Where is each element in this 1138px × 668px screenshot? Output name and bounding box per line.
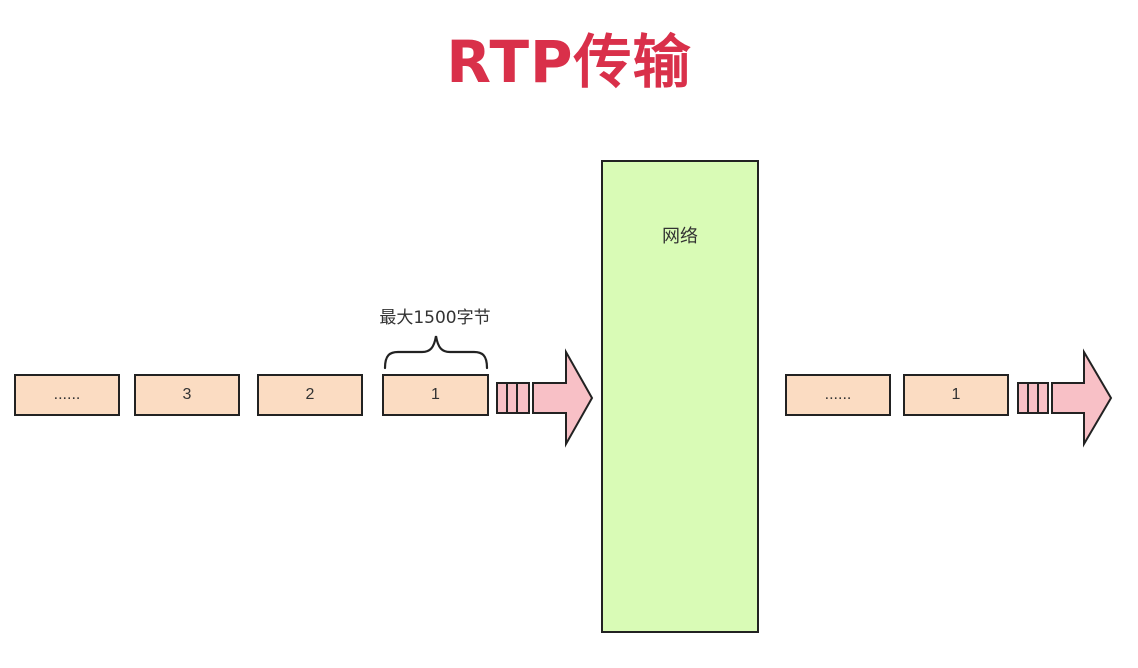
receiver-packet-ellipsis: ...... — [785, 374, 891, 416]
network-label: 网络 — [662, 225, 698, 247]
curly-brace-icon — [383, 335, 489, 370]
network-block: 网络 — [601, 160, 759, 633]
max-size-label: 最大1500字节 — [379, 308, 491, 328]
receiver-packet-1: 1 — [903, 374, 1009, 416]
sender-packet-1: 1 — [382, 374, 489, 416]
sender-packet-2: 2 — [257, 374, 363, 416]
sender-packet-3: 3 — [134, 374, 240, 416]
sender-arrow-icon — [496, 348, 594, 448]
diagram-title: RTP传输 — [446, 28, 692, 96]
sender-packet-ellipsis: ...... — [14, 374, 120, 416]
receiver-arrow-icon — [1017, 348, 1113, 448]
